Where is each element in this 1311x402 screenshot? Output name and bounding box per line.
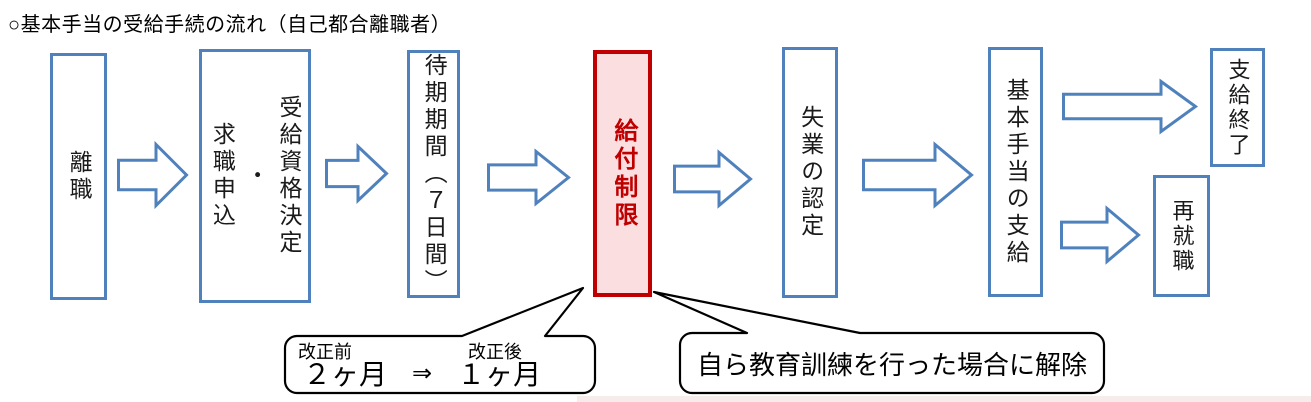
flow-box-benefit-payment: 基本手当の支給 [988,47,1043,297]
revision-before-value: ２ヶ月 [303,359,388,390]
flow-box-label: 離職 [66,149,93,204]
revision-after-value: １ヶ月 [457,359,542,390]
flow-arrow-icon [1060,205,1141,265]
flow-arrow-icon [1062,78,1199,135]
flow-box-benefit-restriction: 給付制限 [593,50,652,297]
flow-box-label: 給付制限 [609,117,637,230]
flow-box-label-line: 受給資格決定 [276,95,303,257]
flow-box-reemployment: 再就職 [1153,175,1210,297]
flow-arrow-icon [673,149,753,209]
flow-box-waiting-period: 待期期間（７日間） [407,50,460,298]
flow-box-unemployment-certification: 失業の認定 [782,47,838,298]
double-arrow-icon: ⇒ [412,359,433,387]
flow-box-payment-end: 支給終了 [1210,48,1265,167]
flow-arrow-icon [325,143,389,204]
flow-box-label: 基本手当の支給 [1003,77,1030,267]
flow-box-label: 支給終了 [1225,57,1251,158]
flow-arrow-icon [117,140,189,210]
training-release-note: 自ら教育訓練を行った場合に解除 [696,349,1087,380]
flow-box-label: 再就職 [1169,198,1195,274]
flow-box-label-line: 求職申込 [209,122,236,230]
flow-box-label: 受給資格決定・求職申込 [205,95,305,257]
flow-arrow-icon [862,141,974,209]
bottom-accent-band [577,396,1311,402]
flow-box-label-line: ・ [242,162,269,190]
flow-box-eligibility-decision: 受給資格決定・求職申込 [199,49,311,303]
flow-box-leaving-job: 離職 [50,53,107,300]
revision-values: ２ヶ月 ⇒ １ヶ月 [303,353,541,393]
flow-arrow-icon [487,148,571,207]
flow-box-label: 失業の認定 [797,105,824,240]
page-title: ○基本手当の受給手続の流れ（自己都合離職者） [8,14,452,36]
flow-box-label: 待期期間（７日間） [421,52,448,296]
